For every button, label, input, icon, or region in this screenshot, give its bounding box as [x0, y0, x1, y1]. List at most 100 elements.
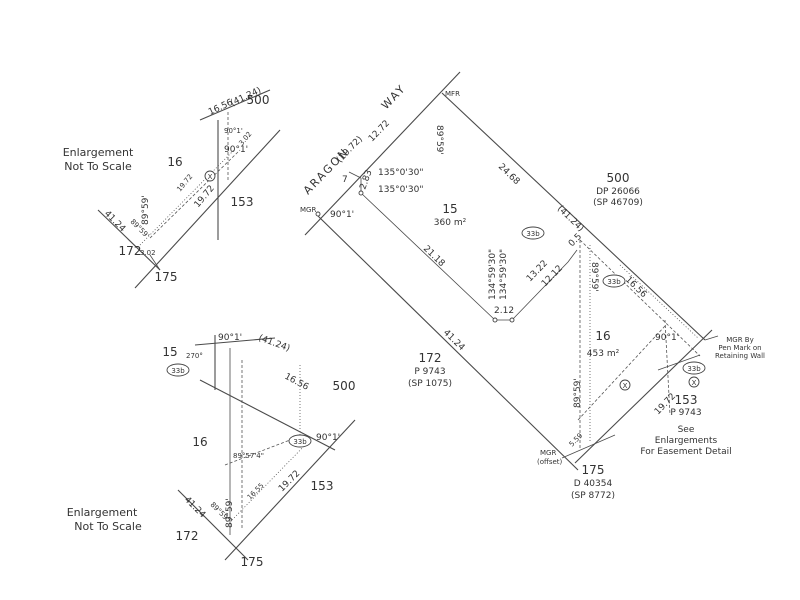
enl-bot-dim-41-24: (41.24) — [257, 333, 291, 354]
boundary-41-24 — [317, 215, 579, 471]
svg-text:33b: 33b — [171, 367, 185, 375]
easement-tag: 33b — [602, 274, 626, 288]
enl-bot-angle-90: 90°1' — [218, 333, 242, 343]
enl-top-lot-153: 153 — [231, 195, 254, 209]
enl-bot-lot-15: 15 — [162, 345, 177, 359]
lot-500-number: 500 — [607, 171, 630, 185]
enl-bot-boundary-500 — [199, 379, 336, 451]
dim-16-56: 16.56 — [623, 275, 649, 300]
enl-top-dim-19-72-small: 19.72 — [175, 173, 194, 193]
lot-172-number: 172 — [419, 351, 442, 365]
angle-135-a: 135°0'30" — [378, 168, 423, 178]
boundary-24-68 — [441, 92, 706, 341]
lot-15-number: 15 — [442, 202, 457, 216]
enl-bot-lot-175: 175 — [241, 555, 264, 569]
lot-500-sp: (SP 46709) — [593, 198, 643, 208]
dim-2-12: 2.12 — [494, 306, 514, 316]
enl-top-easement — [149, 149, 241, 239]
marker-x-icon: X — [688, 376, 700, 388]
enl-top-dim-41-24-b: 41.24 — [102, 209, 127, 234]
enl-bot-angle-270: 270° — [186, 352, 203, 360]
dim-0-5: 0.5 — [567, 232, 584, 249]
lot-16-area: 453 m² — [587, 349, 620, 359]
frontage-line — [304, 71, 461, 236]
angle-89-59-b: 89°59' — [589, 262, 599, 292]
enl-top-lot-175: 175 — [155, 270, 178, 284]
enlargement-top: Enlargement Not To Scale 16.56 (41.24) 5… — [63, 86, 281, 289]
enl-bot-dim-16-56: 16.56 — [283, 372, 311, 393]
marker-x-icon: X — [204, 170, 216, 182]
svg-text:X: X — [208, 173, 213, 181]
easement-tag: 33b — [521, 226, 545, 240]
angle-90-1-r: 90°1' — [655, 333, 679, 343]
lot-153-number: 153 — [675, 393, 698, 407]
lot-500-plan: DP 26066 — [596, 187, 640, 197]
lot-175-plan: D 40354 — [574, 479, 613, 489]
enl-bot-angle-89-59: 89°59' — [225, 498, 235, 528]
see-note-2: Enlargements — [655, 436, 718, 446]
enl-top-boundary-153 — [134, 129, 281, 289]
mgr-mark — [315, 211, 321, 217]
enl-bot-top-line — [194, 337, 276, 346]
enl-top-angle-small: 90°1' — [224, 127, 243, 135]
chord-line — [348, 171, 362, 179]
see-note-3: For Easement Detail — [640, 447, 731, 457]
enl-bot-boundary-153 — [224, 419, 356, 561]
mgr-note-2: Pen Mark on — [718, 344, 761, 352]
svg-text:33b: 33b — [687, 365, 701, 373]
lot-175-sp: (SP 8772) — [571, 491, 615, 501]
easement-line-f — [664, 319, 671, 416]
dim-7: 7 — [342, 175, 348, 185]
easement-tag: 33b — [682, 361, 706, 375]
lot-175-number: 175 — [582, 463, 605, 477]
mgr-pointer-2 — [704, 335, 719, 341]
enl-top-lot-16: 16 — [167, 155, 182, 169]
peg-mark — [492, 317, 498, 323]
dim-41-24-bracket: (41.24) — [555, 204, 586, 234]
enl-bot-lot-172: 172 — [176, 529, 199, 543]
lot-172-plan: P 9743 — [414, 367, 445, 377]
enl-bot-angle-90-r: 90°1' — [316, 433, 340, 443]
dim-2-83: 2.83 — [358, 169, 374, 191]
dim-5-59: 5.59 — [568, 432, 585, 449]
lot-16-number: 16 — [595, 329, 610, 343]
easement-tag: 33b — [288, 434, 312, 448]
angle-134-a: 134°59'30" — [488, 249, 498, 300]
easement-tag: 33b — [166, 363, 190, 377]
see-note-1: See — [678, 425, 695, 435]
enl-top-angle-90: 90°1' — [224, 145, 248, 155]
enl-top-easement-3 — [139, 149, 235, 246]
enl-top-dim-3-02-b: 3.02 — [140, 249, 156, 257]
dim-24-68: 24.68 — [496, 162, 522, 187]
lot-division — [360, 178, 578, 321]
easement-line-a — [579, 239, 701, 357]
enlarge-top-title-2: Not To Scale — [64, 160, 132, 173]
angle-134-b: 134°59'30" — [499, 249, 509, 300]
enl-bot-dim-41-24-b: 41.24 — [182, 495, 207, 520]
peg-mark — [509, 317, 515, 323]
mfr-label: MFR — [445, 90, 460, 98]
angle-90-1: 90°1' — [330, 210, 354, 220]
enl-top-dim-19-72: 19.72 — [193, 184, 217, 210]
enlarge-bottom-title-1: Enlargement — [67, 506, 138, 519]
enlarge-top-title-1: Enlargement — [63, 146, 134, 159]
mgr-note-1: MGR By — [726, 336, 754, 344]
mgr-note-3: Retaining Wall — [715, 352, 765, 360]
mgr-offset-note: (offset) — [537, 458, 563, 466]
enl-bot-easement-4 — [231, 439, 311, 521]
boundary-175 — [561, 434, 616, 459]
enlarge-bottom-title-2: Not To Scale — [74, 520, 142, 533]
boundary-19-72 — [574, 329, 713, 464]
angle-89-59-c: 89°59' — [573, 378, 583, 408]
enl-top-tick — [149, 254, 161, 271]
marker-x-icon: X — [619, 379, 631, 391]
svg-text:33b: 33b — [607, 278, 621, 286]
enlargement-bottom: Enlargement Not To Scale 90°1' (41.24) 1… — [67, 333, 356, 569]
enl-bot-lot-16: 16 — [192, 435, 207, 449]
enl-top-lot-172: 172 — [119, 244, 142, 258]
mgr-label: MGR — [300, 206, 316, 214]
svg-text:X: X — [623, 382, 628, 390]
street-name-2: WAY — [379, 82, 409, 112]
mgr-pointer — [657, 354, 701, 371]
